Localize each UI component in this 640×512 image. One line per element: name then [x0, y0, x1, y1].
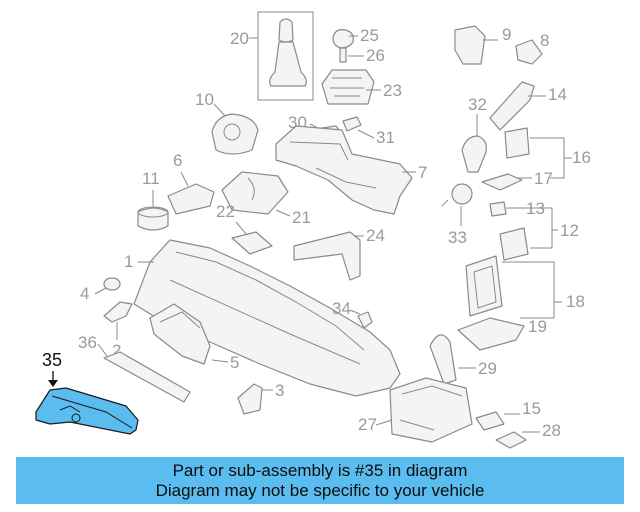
callout-18: 18 — [566, 292, 585, 311]
part-33[interactable] — [441, 183, 473, 207]
part-23-shift-cover[interactable] — [321, 69, 375, 105]
parts-diagram: 20 25 26 23 9 8 14 10 30 31 — [35, 11, 591, 449]
part-4[interactable] — [103, 277, 121, 291]
callout-19: 19 — [528, 317, 547, 336]
callout-17: 17 — [534, 169, 553, 188]
part-2[interactable] — [103, 301, 133, 323]
callout-28: 28 — [542, 421, 561, 440]
part-32[interactable] — [461, 135, 487, 173]
callout-33: 33 — [448, 228, 467, 247]
info-banner: Part or sub-assembly is #35 in diagram D… — [16, 457, 624, 504]
part-34[interactable] — [357, 311, 373, 329]
part-9[interactable] — [454, 25, 486, 65]
part-29-handbrake-lever[interactable] — [429, 334, 457, 385]
callout-26: 26 — [366, 46, 385, 65]
part-7-upper-console[interactable] — [275, 125, 413, 215]
part-3[interactable] — [237, 383, 263, 415]
part-16[interactable] — [504, 127, 530, 159]
callout-27: 27 — [358, 415, 377, 434]
callout-2: 2 — [112, 341, 121, 360]
part-10[interactable] — [211, 113, 259, 155]
part-17[interactable] — [481, 173, 523, 191]
part-21[interactable] — [221, 171, 289, 215]
part-20-shift-boot[interactable] — [257, 11, 314, 101]
callout-11: 11 — [142, 169, 160, 188]
part-11[interactable] — [137, 206, 169, 231]
part-36[interactable] — [103, 351, 191, 403]
part-19[interactable] — [457, 317, 525, 351]
callout-7: 7 — [418, 163, 427, 182]
part-24[interactable] — [293, 231, 361, 281]
callout-12: 12 — [560, 221, 579, 240]
part-5-side-panel[interactable] — [149, 303, 211, 365]
part-6[interactable] — [167, 183, 215, 215]
part-27[interactable] — [389, 377, 473, 443]
part-12[interactable] — [499, 227, 529, 261]
part-13[interactable] — [489, 201, 507, 217]
callout-5: 5 — [230, 353, 239, 372]
part-28[interactable] — [495, 431, 527, 449]
callout-4: 4 — [80, 284, 89, 303]
callout-9: 9 — [502, 25, 511, 44]
part-22[interactable] — [231, 231, 273, 255]
callout-20: 20 — [230, 29, 249, 48]
callout-34: 34 — [332, 299, 351, 318]
callout-6: 6 — [173, 151, 182, 170]
callout-24: 24 — [366, 226, 385, 245]
callout-31: 31 — [376, 128, 395, 147]
callout-36: 36 — [78, 333, 97, 352]
callout-16: 16 — [572, 148, 591, 167]
callout-15: 15 — [522, 399, 541, 418]
part-8[interactable] — [515, 39, 543, 65]
callout-14: 14 — [548, 85, 567, 104]
callout-29: 29 — [478, 359, 497, 378]
callout-32: 32 — [468, 95, 487, 114]
part-35-highlighted[interactable] — [35, 387, 139, 435]
part-14[interactable] — [489, 81, 535, 131]
part-15[interactable] — [475, 411, 505, 431]
banner-line-1: Part or sub-assembly is #35 in diagram — [172, 460, 468, 480]
callout-8: 8 — [540, 31, 549, 50]
part-18[interactable] — [465, 255, 503, 317]
callout-21: 21 — [292, 208, 311, 227]
callout-23: 23 — [383, 81, 402, 100]
part-31[interactable] — [342, 116, 362, 132]
part-25-shift-knob[interactable] — [332, 29, 354, 63]
callout-25: 25 — [360, 26, 379, 45]
banner-line-2: Diagram may not be specific to your vehi… — [155, 480, 485, 500]
callout-35: 35 — [42, 350, 62, 370]
callout-3: 3 — [275, 381, 284, 400]
callout-22: 22 — [216, 202, 235, 221]
callout-1: 1 — [124, 252, 133, 271]
callout-10: 10 — [195, 90, 214, 109]
